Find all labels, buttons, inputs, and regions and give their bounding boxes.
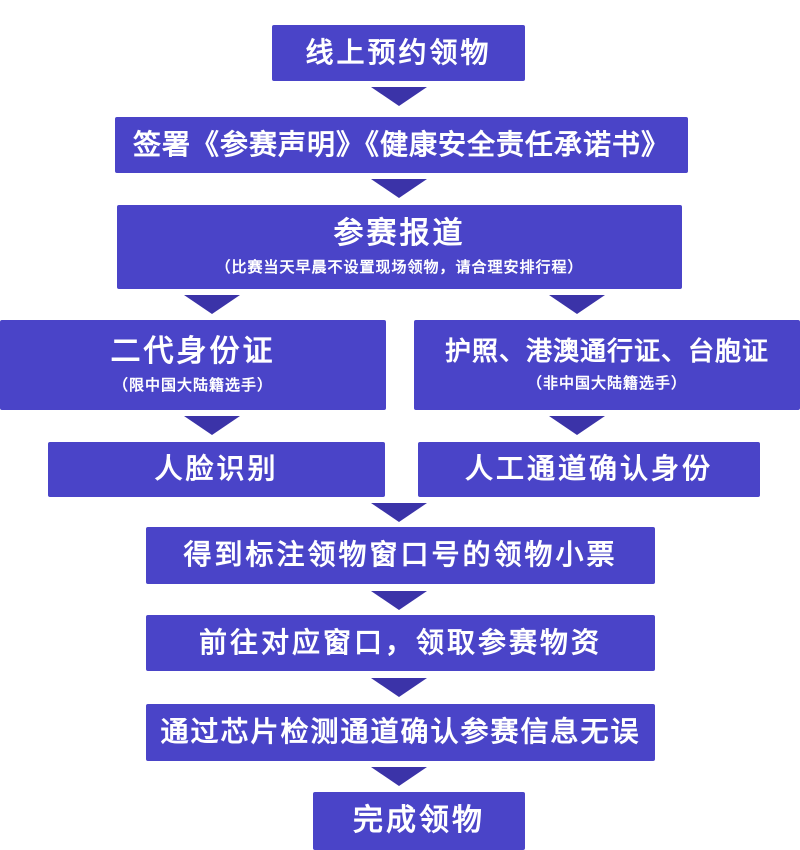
flow-branch-passport: 护照、港澳通行证、台胞证 （非中国大陆籍选手） <box>414 320 800 410</box>
arrow-down-icon <box>371 503 427 522</box>
step-title: 完成领物 <box>353 803 485 837</box>
step-title: 得到标注领物窗口号的领物小票 <box>183 539 618 571</box>
flow-step-pickup-complete: 完成领物 <box>313 792 525 850</box>
arrow-down-icon <box>184 416 240 435</box>
flow-step-manual-identity-check: 人工通道确认身份 <box>418 442 760 497</box>
flow-step-face-recognition: 人脸识别 <box>48 442 385 497</box>
flow-step-goto-window: 前往对应窗口，领取参赛物资 <box>146 615 655 671</box>
flow-step-pickup-ticket: 得到标注领物窗口号的领物小票 <box>146 527 655 584</box>
flow-branch-mainland-id: 二代身份证 （限中国大陆籍选手） <box>0 320 386 410</box>
arrow-down-icon <box>549 416 605 435</box>
arrow-down-icon <box>371 87 427 106</box>
flow-step-race-checkin: 参赛报道 （比赛当天早晨不设置现场领物，请合理安排行程） <box>117 205 682 289</box>
step-title: 护照、港澳通行证、台胞证 <box>444 336 769 367</box>
arrow-down-icon <box>371 591 427 610</box>
step-title: 通过芯片检测通道确认参赛信息无误 <box>160 716 641 748</box>
step-title: 线上预约领物 <box>305 36 492 68</box>
step-title: 参赛报道 <box>333 216 466 250</box>
step-title: 二代身份证 <box>110 334 276 368</box>
step-title: 前往对应窗口，领取参赛物资 <box>198 626 602 658</box>
flow-step-chip-verification: 通过芯片检测通道确认参赛信息无误 <box>146 704 655 761</box>
step-subtitle: （限中国大陆籍选手） <box>112 377 273 395</box>
arrow-down-icon <box>549 295 605 314</box>
arrow-down-icon <box>371 179 427 198</box>
arrow-down-icon <box>371 678 427 697</box>
flow-step-online-reservation: 线上预约领物 <box>272 25 525 81</box>
flow-step-sign-declaration: 签署《参赛声明》《健康安全责任承诺书》 <box>115 117 688 173</box>
step-title: 签署《参赛声明》《健康安全责任承诺书》 <box>132 128 670 160</box>
step-subtitle: （非中国大陆籍选手） <box>526 374 687 392</box>
step-title: 人工通道确认身份 <box>464 453 713 485</box>
arrow-down-icon <box>371 767 427 786</box>
arrow-down-icon <box>184 295 240 314</box>
step-title: 人脸识别 <box>154 453 279 485</box>
step-subtitle: （比赛当天早晨不设置现场领物，请合理安排行程） <box>215 259 584 277</box>
